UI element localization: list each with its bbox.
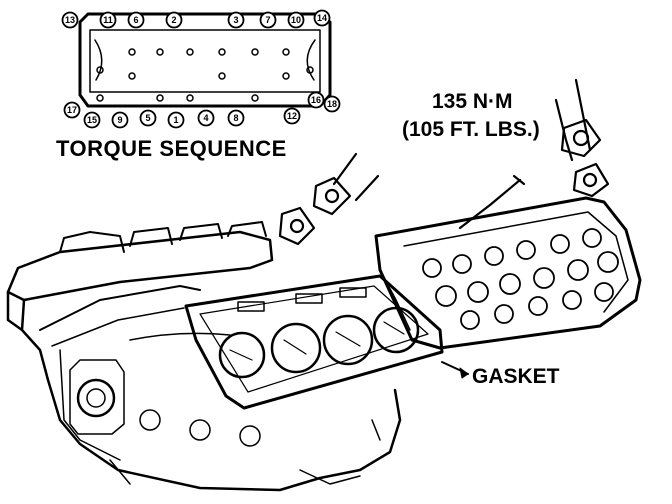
exhaust-flange-right [560,118,610,198]
exhaust-flange-left [278,176,352,246]
sequence-bolt-marker [283,107,301,125]
sequence-number: 15 [87,115,97,125]
gasket-arrowhead [459,367,469,379]
sequence-number: 4 [203,113,208,123]
sequence-bolt-marker [227,11,245,29]
sequence-number: 6 [133,15,138,25]
sequence-number: 10 [291,15,301,25]
sequence-bolt-marker [259,11,277,29]
torque-sequence-inset [78,12,332,108]
sequence-bolt-marker [63,101,81,119]
sequence-number: 7 [265,15,270,25]
head-gasket [184,274,444,410]
sequence-number: 16 [311,95,321,105]
sequence-bolt-marker [111,111,129,129]
sequence-number: 3 [233,15,238,25]
sequence-bolt-marker [165,11,183,29]
sequence-bolt-marker [61,11,79,29]
engine-block [6,221,402,492]
cylinder-head [374,196,642,350]
torque-sequence-label: TORQUE SEQUENCE [56,136,287,161]
sequence-number: 11 [103,15,113,25]
sequence-bolt-marker [287,11,305,29]
sequence-bolt-marker [127,11,145,29]
sequence-number: 2 [171,15,176,25]
sequence-bolt-marker [139,109,157,127]
torque-spec-imperial: (105 FT. LBS.) [402,118,540,141]
sequence-bolt-marker [323,95,341,113]
sequence-bolt-marker [99,11,117,29]
sequence-number: 18 [327,99,337,109]
sequence-number: 13 [65,15,75,25]
sequence-bolt-marker [227,109,245,127]
sequence-number: 12 [287,111,297,121]
sequence-number: 14 [317,13,327,23]
torque-spec-metric: 135 N·M [432,90,513,113]
sequence-bolt-marker [313,9,331,27]
gasket-label: GASKET [472,365,560,388]
sequence-number: 17 [67,105,77,115]
sequence-number: 8 [233,113,238,123]
sequence-bolt-marker [307,91,325,109]
sequence-bolt-marker [83,111,101,129]
sequence-bolt-marker [197,109,215,127]
sequence-bolt-marker [167,111,185,129]
sequence-number: 1 [173,115,178,125]
sequence-number: 5 [145,113,150,123]
sequence-number: 9 [117,115,122,125]
